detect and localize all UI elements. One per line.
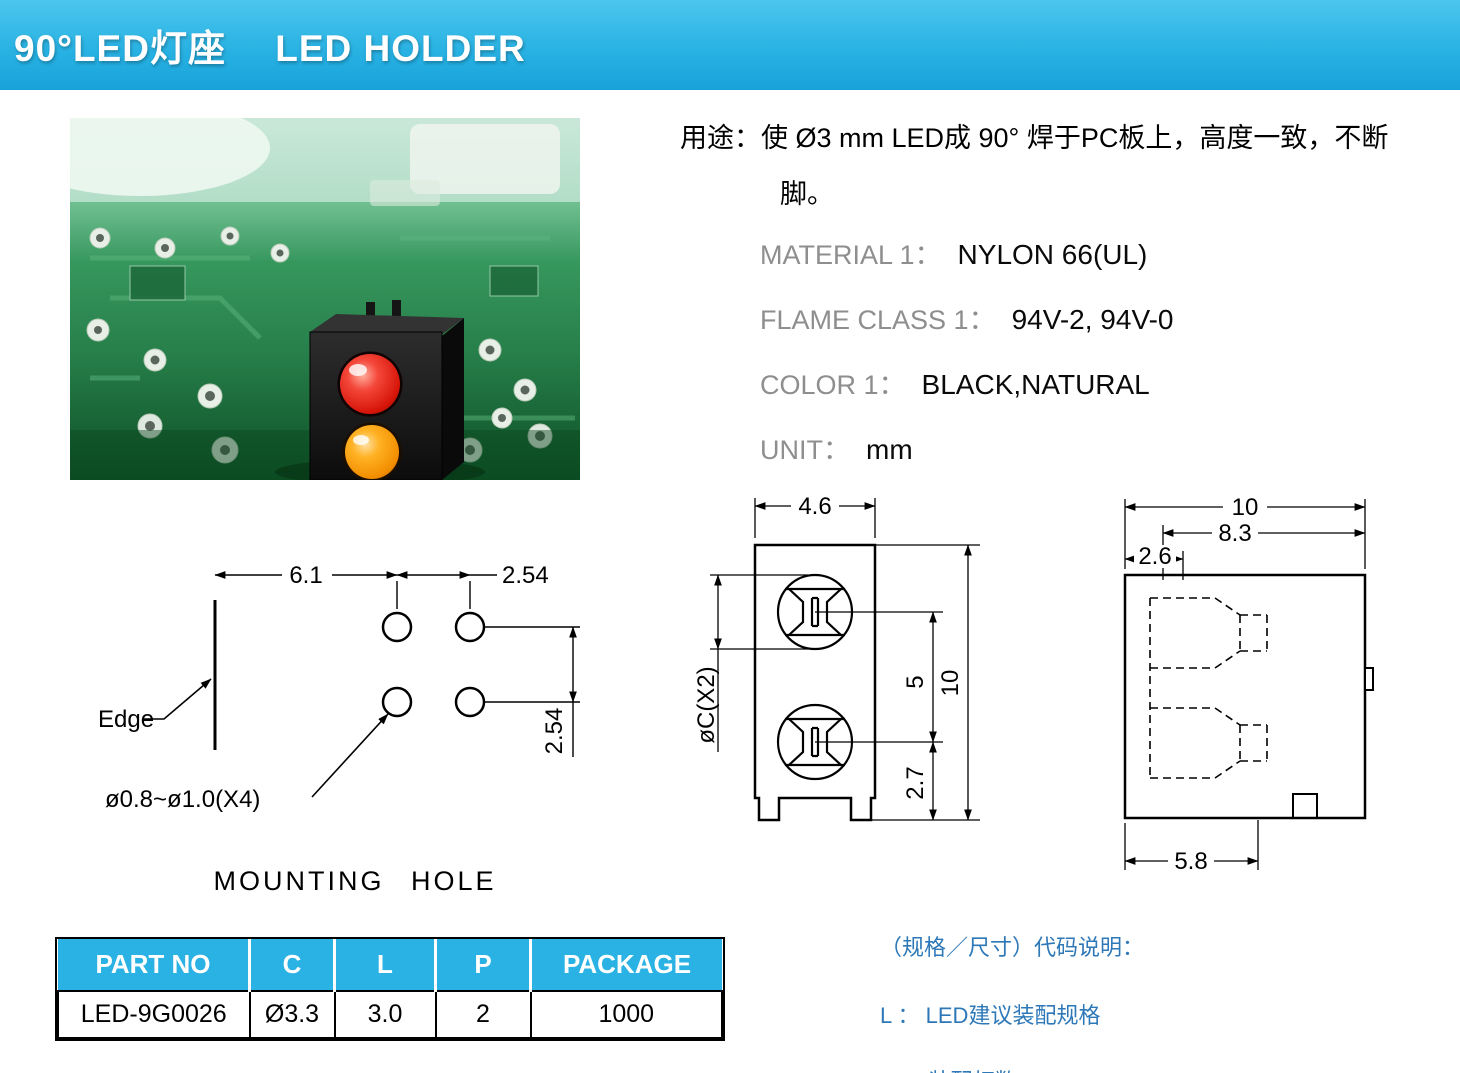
dim-2-6: 2.6 [1138,543,1171,570]
solder-pads [86,226,553,464]
code-notes: （规格／尺寸）代码说明： L ： LED建议装配规格 P ： 装配灯数 [880,930,1144,1073]
unit-label: UNIT： [760,435,850,465]
header-l: L [333,939,436,991]
product-photo [70,118,580,480]
dimension-lines [710,498,980,821]
dim-8-3: 8.3 [1218,520,1251,547]
dim-2-7: 2.7 [902,766,929,799]
usage-text-line1: 用途：使 Ø3 mm LED成 90° 焊于PC板上，高度一致，不断 [680,123,1389,153]
dim-2-54-vertical: 2.54 [541,708,568,755]
color-label: COLOR 1： [760,370,906,400]
mounting-hole-drawing: 6.1 2.54 2.54 Edge ø0.8~ø1.0(X4) MOUNTIN… [98,561,580,896]
dim-10-front: 10 [937,670,964,697]
spec-row-unit: UNIT： mm [760,428,1456,467]
parts-table: PART NO C L P PACKAGE LED-9G0026 Ø3.3 3.… [57,939,723,1039]
mounting-holes [381,611,486,718]
flame-class-value: 94V-2, 94V-0 [1011,304,1174,335]
dim-6-1: 6.1 [289,562,322,589]
dim-5-8: 5.8 [1174,848,1207,875]
table-header-row: PART NO C L P PACKAGE [58,939,722,991]
side-view-drawing: 10 8.3 2.6 5.8 [1123,494,1374,875]
dim-2-54-horizontal: 2.54 [502,562,549,589]
front-view-drawing: 4.6 øC(X2) 5 2.7 10 [693,493,980,822]
spec-row-flame-class: FLAME CLASS 1： 94V-2, 94V-0 [760,298,1456,337]
cell-part-no: LED-9G0026 [57,990,251,1039]
side-tab [1364,667,1374,691]
holder-side-outline [1123,573,1367,820]
led-orange [345,425,399,479]
header-package: PACKAGE [529,939,722,991]
dim-10-side: 10 [1232,494,1259,521]
dim-4-6: 4.6 [798,493,831,520]
dim-hole-diameter: øC(X2) [693,666,720,743]
material-label: MATERIAL 1： [760,240,942,270]
header-p: P [434,939,531,991]
unit-value: mm [866,434,913,465]
parts-table-wrap: PART NO C L P PACKAGE LED-9G0026 Ø3.3 3.… [55,937,725,1041]
spec-row-color: COLOR 1： BLACK,NATURAL [760,363,1456,402]
usage-text-line2: 脚。 [780,179,834,209]
color-value: BLACK,NATURAL [921,369,1150,400]
cell-package: 1000 [529,990,723,1039]
table-row: LED-9G0026 Ø3.3 3.0 2 1000 [57,990,723,1039]
note-item-p: P ： 装配灯数 [880,1064,1144,1073]
header-part-no: PART NO [58,939,250,991]
cell-c: Ø3.3 [248,990,336,1039]
hole-size-note: ø0.8~ø1.0(X4) [105,786,260,813]
led-red [340,354,400,414]
mounting-hole-caption: MOUNTING HOLE [213,866,496,896]
page-title: 90°LED灯座 LED HOLDER [14,28,526,69]
cell-l: 3.0 [333,990,437,1039]
holder-body-outline [753,543,877,822]
header-c: C [248,939,335,991]
edge-label: Edge [98,706,154,733]
header-bar: 90°LED灯座 LED HOLDER [0,0,1460,90]
spec-row-material: MATERIAL 1： NYLON 66(UL) [760,233,1456,272]
dimension-lines [214,571,580,757]
dim-5: 5 [902,675,929,688]
material-value: NYLON 66(UL) [957,239,1148,270]
bottom-notch [1292,793,1318,818]
led-holder-block [309,300,464,480]
cell-p: 2 [434,990,532,1039]
flame-class-label: FLAME CLASS 1： [760,305,996,335]
leader-lines [144,678,389,798]
note-title: （规格／尺寸）代码说明： [880,935,1145,960]
hidden-cavity-lines [1149,597,1268,779]
note-item-l: L ： LED建议装配规格 [880,1003,1101,1028]
spec-block: 用途：使 Ø3 mm LED成 90° 焊于PC板上，高度一致，不断 脚。 MA… [680,120,1456,467]
